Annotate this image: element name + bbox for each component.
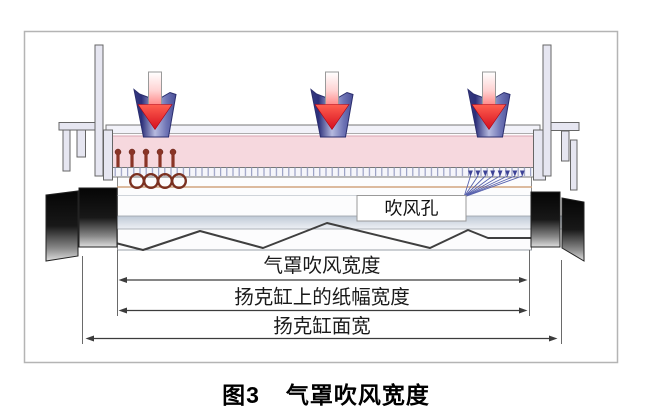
dim-cylinder-face-width: 扬克缸面宽: [85, 316, 558, 342]
figure-caption-number: 图3: [222, 382, 260, 408]
dimension-extension-lines: [82, 250, 562, 344]
blow-holes-leader-fan: [463, 175, 523, 198]
yankee-cylinder-body: [47, 177, 585, 251]
dim-hood-blow-width-label: 气罩吹风宽度: [263, 255, 380, 277]
figure-caption-title: 气罩吹风宽度: [285, 382, 430, 408]
figure-caption: 图3 气罩吹风宽度: [0, 376, 652, 410]
air-hood-diagram: 吹风孔 气罩吹风宽度 扬克缸上的纸幅宽度 扬克缸面宽: [23, 30, 619, 364]
left-bracket-bar: [58, 122, 99, 131]
right-post: [542, 44, 552, 177]
dim-cylinder-face-width-label: 扬克缸面宽: [273, 316, 371, 338]
dim-paper-web-width-label: 扬克缸上的纸幅宽度: [234, 287, 410, 309]
blow-holes-callout: 吹风孔: [356, 195, 467, 222]
callout-box: [356, 195, 467, 222]
blow-coils: [128, 172, 187, 189]
dim-hood-blow-width: 气罩吹风宽度: [118, 255, 528, 283]
blow-holes-label: 吹风孔: [385, 199, 439, 219]
left-bracket-hanger-2: [76, 129, 86, 158]
right-bracket-hanger: [561, 130, 570, 162]
right-journal: [530, 191, 585, 262]
left-post: [94, 44, 104, 177]
left-bracket-hanger: [62, 129, 71, 172]
hood-left-end-plate: [103, 129, 113, 181]
right-bracket-bar: [547, 122, 580, 131]
hood-plenum-pink: [109, 135, 537, 168]
left-journal: [45, 187, 118, 262]
dim-paper-web-width: 扬克缸上的纸幅宽度: [118, 287, 528, 314]
right-bracket-hanger-2: [570, 139, 578, 191]
support-frame: [58, 44, 580, 191]
